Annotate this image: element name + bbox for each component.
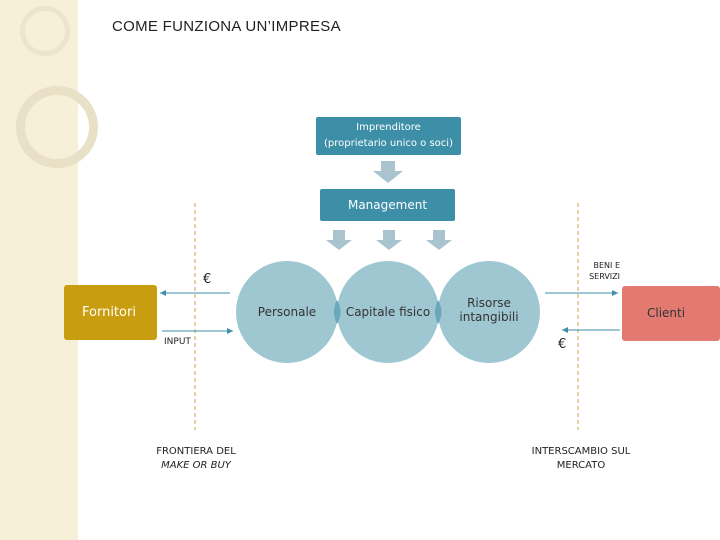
interscambio-label: INTERSCAMBIO SUL MERCATO [525,445,637,473]
euro-label-right: € [558,337,567,352]
decorative-sidebar [0,0,98,540]
frontiera-line2: MAKE OR BUY [161,460,231,471]
arrow-down-icon [426,230,452,250]
frontiera-label: FRONTIERA DEL MAKE OR BUY [146,445,246,473]
beni-servizi-label: BENI E SERVIZI [580,260,620,282]
imprenditore-sublabel: (proprietario unico o soci) [324,138,453,149]
arrow-down-icon [376,230,402,250]
circle-capitale [337,261,439,363]
arrowhead-icon [612,290,618,296]
beni-line2: SERVIZI [589,272,620,281]
arrowhead-icon [160,290,166,296]
arrow-down-icon [373,161,403,183]
circle-personale [236,261,338,363]
risorse-label: Risorse intangibili [452,296,526,324]
decorative-ring-small [20,6,70,56]
circle-risorse [438,261,540,363]
euro-label-left: € [203,272,212,287]
frontiera-line1: FRONTIERA DEL [156,446,236,457]
risorse-line2: intangibili [459,310,519,324]
input-label: INPUT [164,337,191,347]
slide-title: COME FUNZIONA UN’IMPRESA [112,18,341,35]
personale-label: Personale [257,305,317,319]
decorative-ring-large [16,86,98,168]
management-box: Management [320,189,455,221]
imprenditore-box: Imprenditore (proprietario unico o soci) [316,117,461,155]
arrow-down-icon [326,230,352,250]
fornitori-box: Fornitori [64,285,157,340]
circle-overlap [334,300,341,324]
beni-line1: BENI E [593,261,620,270]
arrowhead-icon [227,328,233,334]
circle-overlap [435,300,442,324]
imprenditore-label: Imprenditore [356,122,421,133]
clienti-box: Clienti [622,286,720,341]
arrowhead-icon [562,327,568,333]
interscambio-line1: INTERSCAMBIO SUL [531,446,631,457]
interscambio-line2: MERCATO [556,460,606,471]
capitale-label: Capitale fisico [345,305,431,319]
risorse-line1: Risorse [467,296,511,310]
